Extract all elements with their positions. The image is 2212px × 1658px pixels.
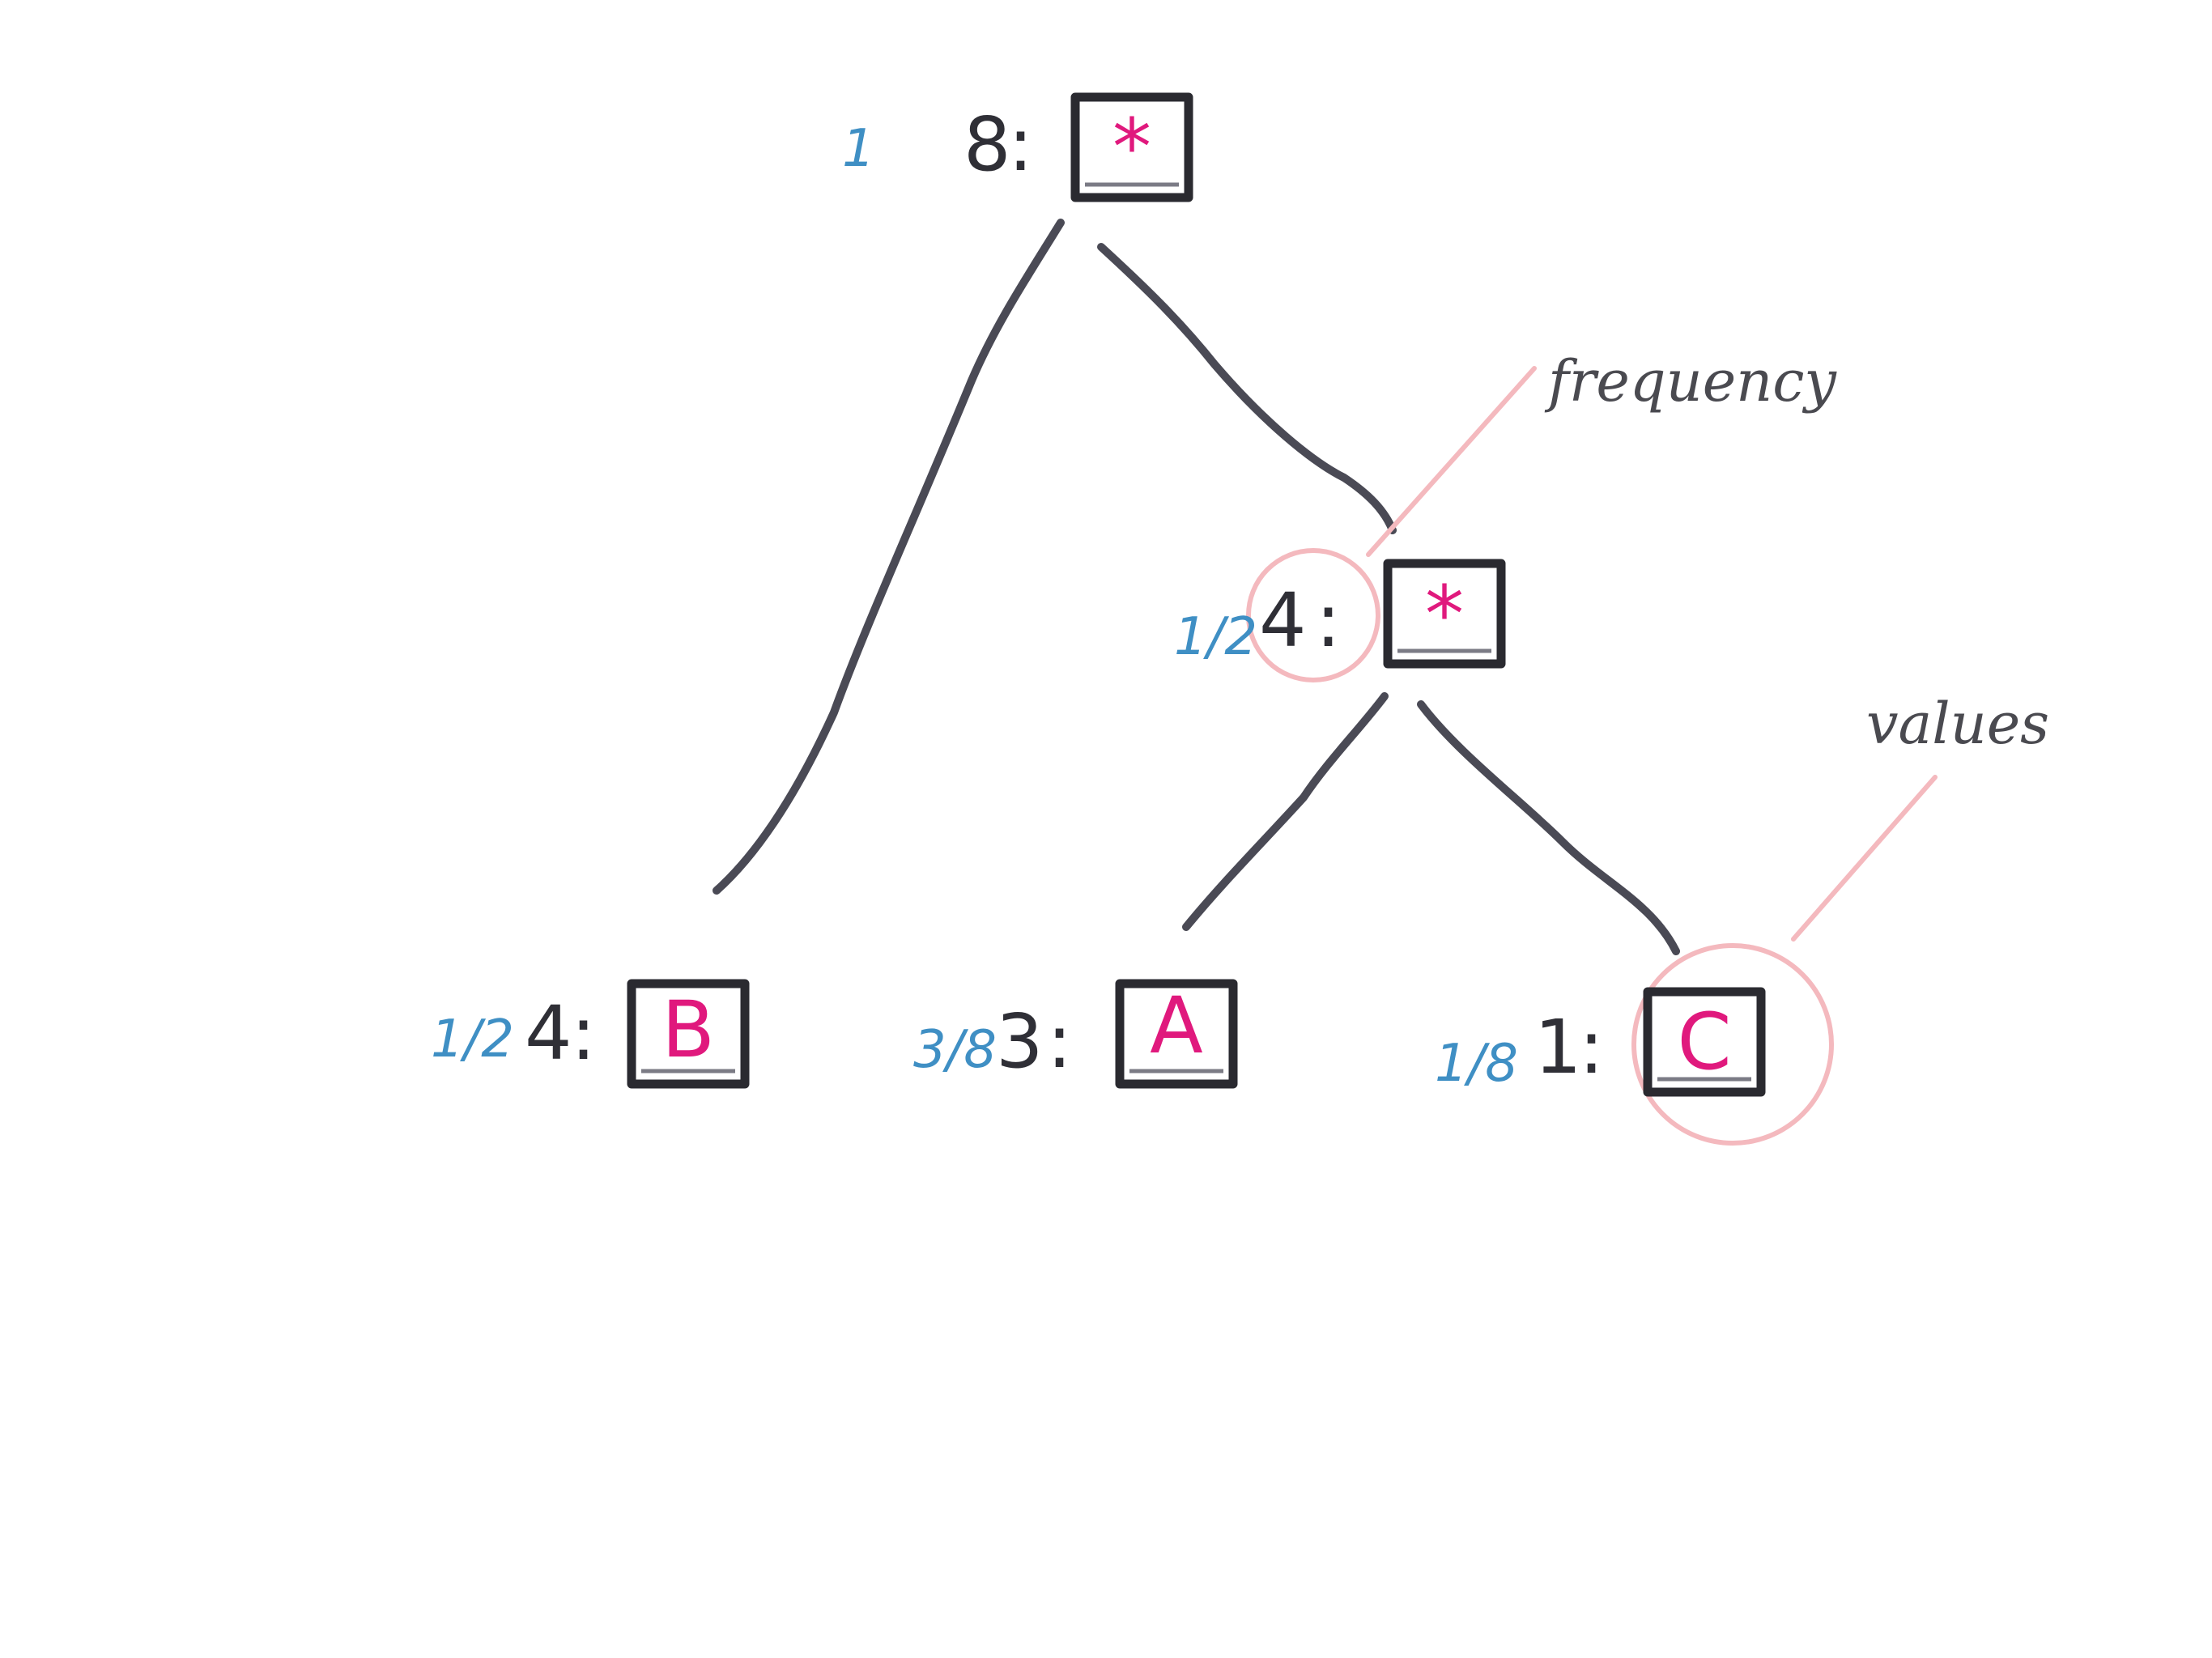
frequency-callout-label: frequency bbox=[1544, 348, 1837, 414]
tree-edges bbox=[713, 219, 1680, 955]
node-frequency: 4 bbox=[525, 990, 572, 1077]
node-probability: 1/2 bbox=[431, 1010, 514, 1069]
node-value: A bbox=[1150, 980, 1203, 1071]
node-probability: 1/2 bbox=[1174, 607, 1257, 667]
tree-node-leaf-a: 3/8 3 : A bbox=[913, 979, 1238, 1089]
node-probability: 3/8 bbox=[913, 1020, 997, 1080]
node-value-box bbox=[1383, 559, 1506, 669]
node-probability: 1 bbox=[842, 119, 875, 179]
node-probability: 1/8 bbox=[1435, 1034, 1518, 1094]
frequency-callout-line bbox=[1366, 366, 1537, 557]
values-callout-line bbox=[1791, 775, 1938, 942]
edge-inner-to-leaf-a bbox=[1182, 692, 1389, 931]
node-frequency: 4 bbox=[1259, 577, 1307, 664]
node-value: C bbox=[1677, 997, 1731, 1087]
node-value: * bbox=[1425, 569, 1464, 660]
node-frequency: 1 bbox=[1534, 1004, 1582, 1090]
node-value-box bbox=[1115, 979, 1238, 1089]
node-value-box bbox=[627, 979, 750, 1089]
node-value-box bbox=[1070, 92, 1193, 202]
node-frequency: 8 bbox=[963, 101, 1011, 188]
edge-root-to-leaf-b bbox=[713, 219, 1065, 895]
values-callout: values bbox=[1631, 691, 2049, 1146]
node-separator: : bbox=[1047, 998, 1072, 1085]
tree-node-inner: 1/2 4 : * bbox=[1174, 559, 1506, 669]
values-callout-circle bbox=[1631, 943, 1834, 1146]
edge-inner-to-leaf-c bbox=[1417, 700, 1680, 955]
tree-node-leaf-b: 1/2 4 : B bbox=[431, 979, 750, 1089]
node-separator: : bbox=[1008, 101, 1033, 188]
node-separator: : bbox=[571, 990, 596, 1077]
tree-node-root: 1 8 : * bbox=[842, 92, 1193, 202]
frequency-callout: frequency bbox=[1246, 348, 1837, 682]
tree-node-leaf-c: 1/8 1 : C bbox=[1435, 987, 1766, 1097]
node-separator: : bbox=[1579, 1004, 1604, 1090]
values-callout-label: values bbox=[1866, 691, 2049, 757]
edge-root-to-inner bbox=[1097, 243, 1397, 534]
frequency-callout-circle bbox=[1246, 548, 1380, 682]
node-frequency: 3 bbox=[996, 998, 1044, 1085]
node-value-box bbox=[1643, 987, 1766, 1097]
node-value: B bbox=[661, 984, 715, 1075]
node-value: * bbox=[1112, 102, 1151, 193]
node-separator: : bbox=[1316, 577, 1341, 664]
